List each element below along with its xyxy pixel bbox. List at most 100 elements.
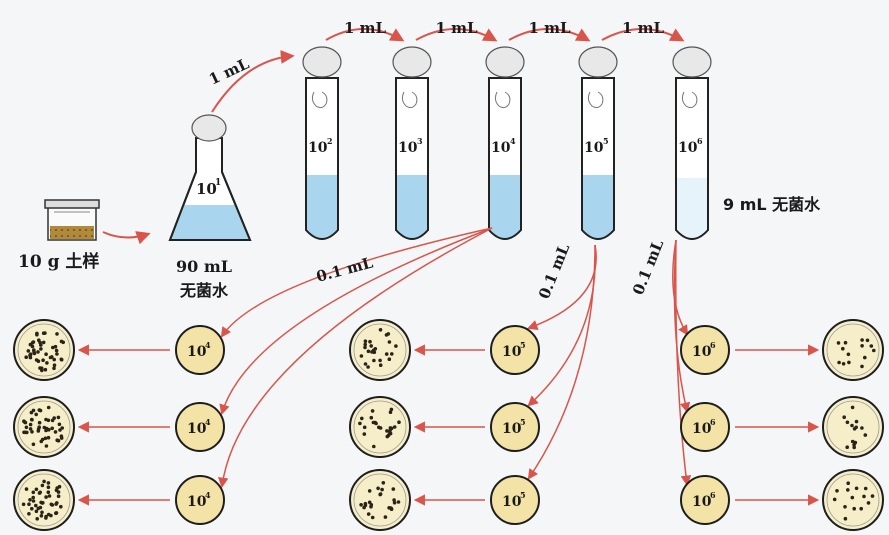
tube-dilution-exp: 2 bbox=[327, 136, 333, 146]
colony-dot bbox=[40, 483, 45, 488]
colony-dot bbox=[31, 495, 35, 500]
colony-dot bbox=[366, 365, 370, 369]
colony-dot bbox=[846, 488, 850, 492]
colony-dot bbox=[366, 512, 371, 516]
colony-dot bbox=[843, 516, 848, 521]
arrow-flask-to-tube bbox=[211, 49, 295, 113]
cotton-plug bbox=[578, 46, 618, 78]
colony-dot bbox=[27, 512, 31, 516]
soil-sample-jar bbox=[44, 199, 100, 241]
colony-dot bbox=[854, 486, 859, 491]
arrow-tube-to-plate bbox=[527, 244, 596, 480]
plating-volume-label-1: 0.1 mL bbox=[314, 253, 375, 285]
plate-dilution-exp: 5 bbox=[520, 340, 526, 350]
plate-dilution-exp: 4 bbox=[205, 490, 211, 500]
colony-dot bbox=[46, 435, 51, 440]
colony-dot bbox=[378, 328, 383, 332]
colony-dot bbox=[34, 412, 38, 417]
colony-dot bbox=[28, 422, 33, 427]
colony-dot bbox=[843, 505, 847, 509]
colony-dot bbox=[363, 342, 368, 347]
colony-dot bbox=[363, 362, 368, 366]
colony-dot bbox=[53, 430, 58, 434]
arrow-tube-to-plate bbox=[217, 227, 493, 489]
colony-dot bbox=[41, 331, 46, 336]
colony-dot bbox=[860, 344, 864, 348]
colony-dot bbox=[860, 426, 864, 430]
colony-dot bbox=[389, 506, 394, 511]
colony-dot bbox=[843, 340, 848, 345]
colony-dot bbox=[56, 438, 61, 443]
arrow-tube-transfer bbox=[415, 28, 498, 42]
arrow-tube-to-plate bbox=[674, 239, 692, 487]
colony-dot bbox=[28, 427, 33, 431]
colony-dot bbox=[374, 421, 378, 426]
cotton-plug bbox=[302, 46, 342, 78]
tube-dilution-base: 10 bbox=[584, 140, 604, 156]
flask-dilution-exp: 1 bbox=[215, 178, 221, 188]
colony-dot bbox=[832, 497, 837, 502]
plate-dilution-base: 10 bbox=[692, 494, 712, 510]
colony-dot bbox=[363, 345, 367, 350]
plate-dilution-base: 10 bbox=[187, 344, 207, 360]
colony-dot bbox=[846, 481, 850, 486]
colony-dot bbox=[863, 355, 867, 360]
colony-dot bbox=[31, 499, 36, 503]
arrow-tube-transfer bbox=[325, 28, 405, 42]
colony-dot bbox=[389, 407, 394, 412]
colony-dot bbox=[52, 366, 56, 371]
dilution-plate: 106 bbox=[680, 475, 730, 525]
colony-dot bbox=[384, 333, 389, 337]
colony-dot bbox=[836, 341, 841, 345]
colony-dot bbox=[39, 514, 44, 518]
colony-dot bbox=[854, 425, 858, 430]
colony-dot bbox=[358, 421, 362, 426]
colony-dot bbox=[56, 494, 61, 499]
colony-dot bbox=[44, 417, 48, 422]
dilution-plate: 104 bbox=[175, 402, 225, 452]
colony-dot bbox=[59, 339, 64, 344]
colony-dot bbox=[36, 350, 40, 354]
colony-plate bbox=[13, 396, 75, 458]
colony-dot bbox=[863, 433, 868, 437]
colony-dot bbox=[360, 416, 364, 421]
colony-dot bbox=[55, 332, 59, 336]
colony-dot bbox=[40, 368, 44, 373]
colony-dot bbox=[46, 481, 51, 485]
colony-dot bbox=[388, 431, 393, 436]
colony-dot bbox=[43, 367, 48, 372]
colony-dot bbox=[59, 357, 64, 362]
colony-dot bbox=[845, 420, 850, 425]
dilution-plate: 105 bbox=[490, 475, 540, 525]
plate-dilution-exp: 4 bbox=[205, 340, 211, 350]
arrow-tube-transfer bbox=[601, 28, 685, 42]
colony-dot bbox=[392, 500, 397, 505]
cotton-plug bbox=[485, 46, 525, 78]
flask-dilution-base: 10 bbox=[196, 180, 217, 198]
colony-dot bbox=[388, 426, 393, 430]
colony-dot bbox=[378, 358, 382, 363]
colony-dot bbox=[59, 434, 64, 439]
colony-dot bbox=[52, 416, 56, 420]
soil-sample-label: 10 g 土样 bbox=[18, 251, 99, 272]
colony-dot bbox=[42, 425, 47, 430]
colony-dot bbox=[50, 426, 54, 431]
transfer-label-tube: 1 mL bbox=[344, 19, 387, 37]
colony-dot bbox=[850, 439, 855, 444]
colony-dot bbox=[846, 352, 851, 357]
colony-dot bbox=[52, 357, 56, 362]
colony-dot bbox=[53, 344, 58, 349]
plating-volume-label-2: 0.1 mL bbox=[535, 241, 573, 302]
colony-dot bbox=[852, 506, 856, 511]
colony-dot bbox=[362, 432, 367, 436]
colony-dot bbox=[39, 347, 43, 351]
colony-dot bbox=[36, 359, 41, 364]
colony-dot bbox=[835, 489, 839, 493]
colony-plate bbox=[349, 396, 411, 458]
plate-dilution-exp: 6 bbox=[710, 340, 716, 350]
colony-dot bbox=[866, 501, 871, 505]
